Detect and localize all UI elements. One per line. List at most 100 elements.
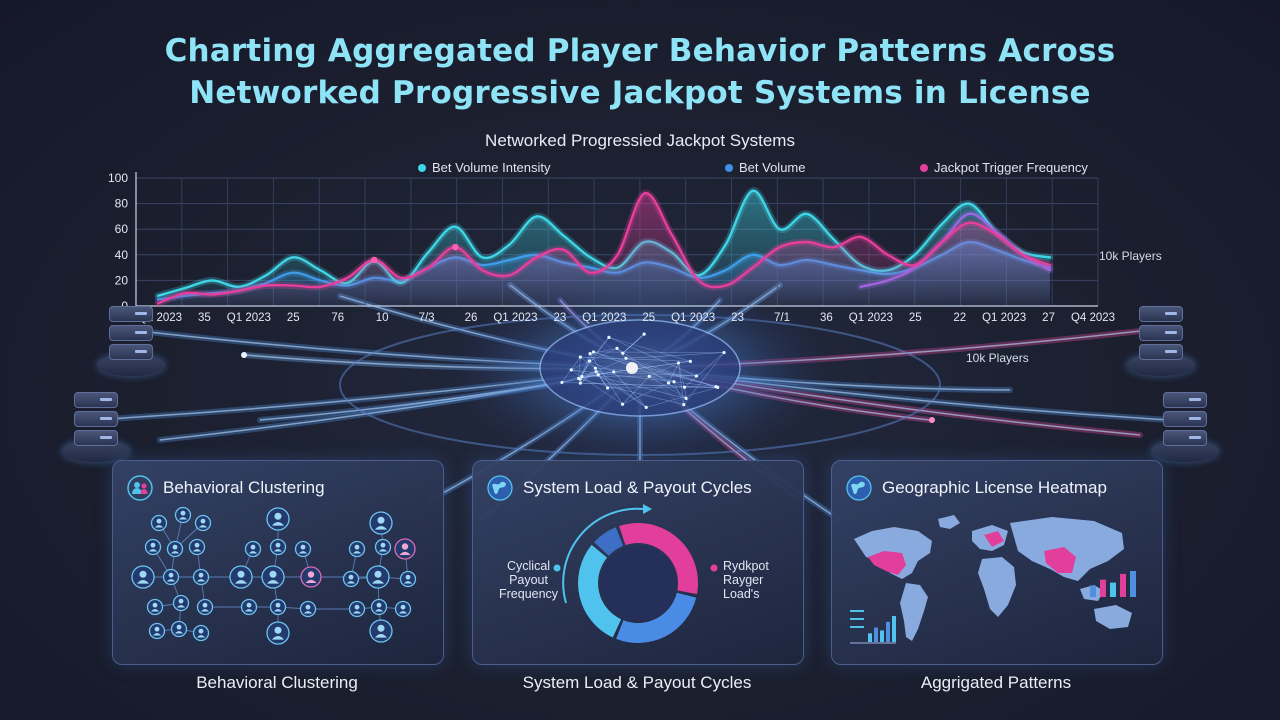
mesh-edge	[579, 351, 594, 380]
x-tick-label: Q1 2023	[227, 312, 271, 324]
x-tick-label: 27	[1042, 312, 1055, 324]
mesh-edge	[590, 353, 717, 387]
user-node-icon	[269, 538, 287, 556]
mesh-edge	[646, 387, 718, 408]
mesh-node	[624, 356, 628, 360]
legend-item-jackpot-trigger-frequency: Jackpot Trigger Frequency	[920, 160, 1088, 175]
mini-bar	[874, 627, 878, 642]
legend-dot	[725, 163, 733, 172]
server-icon	[97, 306, 165, 376]
mini-bar	[1120, 573, 1126, 597]
mesh-edge	[608, 337, 691, 362]
panel-behavioral-clustering[interactable]: Behavioral Clustering	[112, 460, 444, 665]
mesh-node	[615, 346, 619, 350]
x-tick-label: Q1 2023	[849, 312, 893, 324]
x-tick-label: 25	[909, 312, 922, 324]
panel-header: Behavioral Clustering	[127, 475, 325, 501]
mesh-node	[621, 351, 625, 355]
user-node-icon	[144, 538, 162, 556]
x-tick-label: 25	[642, 312, 655, 324]
hub-node	[539, 319, 741, 417]
x-tick-label: 22	[953, 312, 966, 324]
user-node-icon	[342, 570, 360, 588]
mesh-edge	[683, 352, 725, 405]
mesh-edge	[622, 333, 645, 354]
panel-geographic-heatmap[interactable]: Geographic License Heatmap	[831, 460, 1163, 665]
user-node-icon	[244, 540, 262, 558]
hub-core	[626, 362, 638, 374]
user-node-icon	[146, 598, 164, 616]
mesh-node	[594, 370, 598, 374]
mesh-node	[676, 361, 681, 365]
mesh-edge	[684, 352, 725, 388]
mesh-edge	[561, 382, 718, 388]
mesh-edge	[571, 369, 623, 405]
user-node-icon	[370, 598, 388, 616]
x-tick-label: 7/3	[419, 312, 435, 324]
user-node-icon	[174, 506, 192, 524]
y-tick-label: 80	[115, 197, 129, 211]
panel-header: System Load & Payout Cycles	[487, 475, 752, 501]
mesh-edge	[649, 376, 687, 399]
cluster-graph	[131, 506, 417, 645]
user-node-icon	[229, 565, 253, 589]
legend-item-bet-volume: Bet Volume	[725, 160, 806, 175]
globe-icon	[846, 475, 872, 501]
user-node-icon	[394, 538, 416, 560]
globe-icon	[487, 475, 513, 501]
mesh-node	[569, 368, 573, 372]
donut-slice	[594, 527, 624, 556]
mesh-node	[560, 380, 564, 385]
donut-chart	[553, 504, 718, 643]
legend-label: Bet Volume Intensity	[432, 160, 551, 175]
panel-system-load[interactable]: System Load & Payout Cycles Cyclical Pay…	[472, 460, 804, 665]
mesh-node	[682, 385, 687, 389]
user-node-icon	[348, 600, 366, 618]
mesh-node	[684, 396, 688, 400]
x-tick-label: Q1 2023	[671, 312, 715, 324]
mesh-node	[644, 405, 648, 409]
mesh-edge	[578, 357, 581, 379]
mesh-node	[716, 385, 720, 389]
people-icon	[127, 475, 153, 501]
user-node-icon	[196, 598, 214, 616]
world-heatmap	[850, 515, 1136, 644]
panel-header: Geographic License Heatmap	[846, 475, 1107, 501]
mesh-node	[587, 359, 592, 363]
x-tick-label: Q1 2023	[982, 312, 1026, 324]
legend-dot	[418, 163, 426, 172]
mesh-edge	[673, 381, 685, 405]
mesh-node	[588, 352, 592, 356]
mesh-node	[612, 370, 616, 374]
mesh-edge	[593, 351, 717, 387]
caption-system-load: System Load & Payout Cycles	[522, 673, 752, 692]
mesh-edge	[579, 378, 684, 405]
series-area	[158, 193, 1050, 306]
mini-bar	[1100, 579, 1106, 597]
mesh-edge	[571, 369, 687, 399]
mesh-node	[580, 374, 584, 379]
user-node-icon	[192, 624, 210, 642]
user-node-icon	[266, 507, 290, 531]
mesh-node	[694, 374, 699, 378]
mini-bar	[880, 630, 884, 642]
user-node-icon	[148, 622, 166, 640]
mesh-node	[578, 355, 582, 359]
series-line	[156, 192, 1052, 305]
user-node-icon	[369, 619, 393, 643]
mini-bar	[886, 621, 890, 642]
mini-bar	[1130, 571, 1136, 597]
server-icon	[1151, 392, 1219, 462]
user-node-icon	[162, 568, 180, 586]
donut-slice	[578, 544, 622, 638]
caption-behavioral-clustering: Behavioral Clustering	[196, 673, 358, 692]
mesh-edge	[616, 348, 669, 384]
data-point	[452, 243, 459, 251]
mesh-edge	[580, 356, 647, 408]
mesh-edge	[589, 337, 610, 362]
user-node-icon	[240, 598, 258, 616]
mesh-node	[620, 402, 625, 406]
donut-hole	[600, 545, 676, 621]
mesh-node	[605, 386, 610, 390]
mini-bar	[868, 633, 872, 642]
